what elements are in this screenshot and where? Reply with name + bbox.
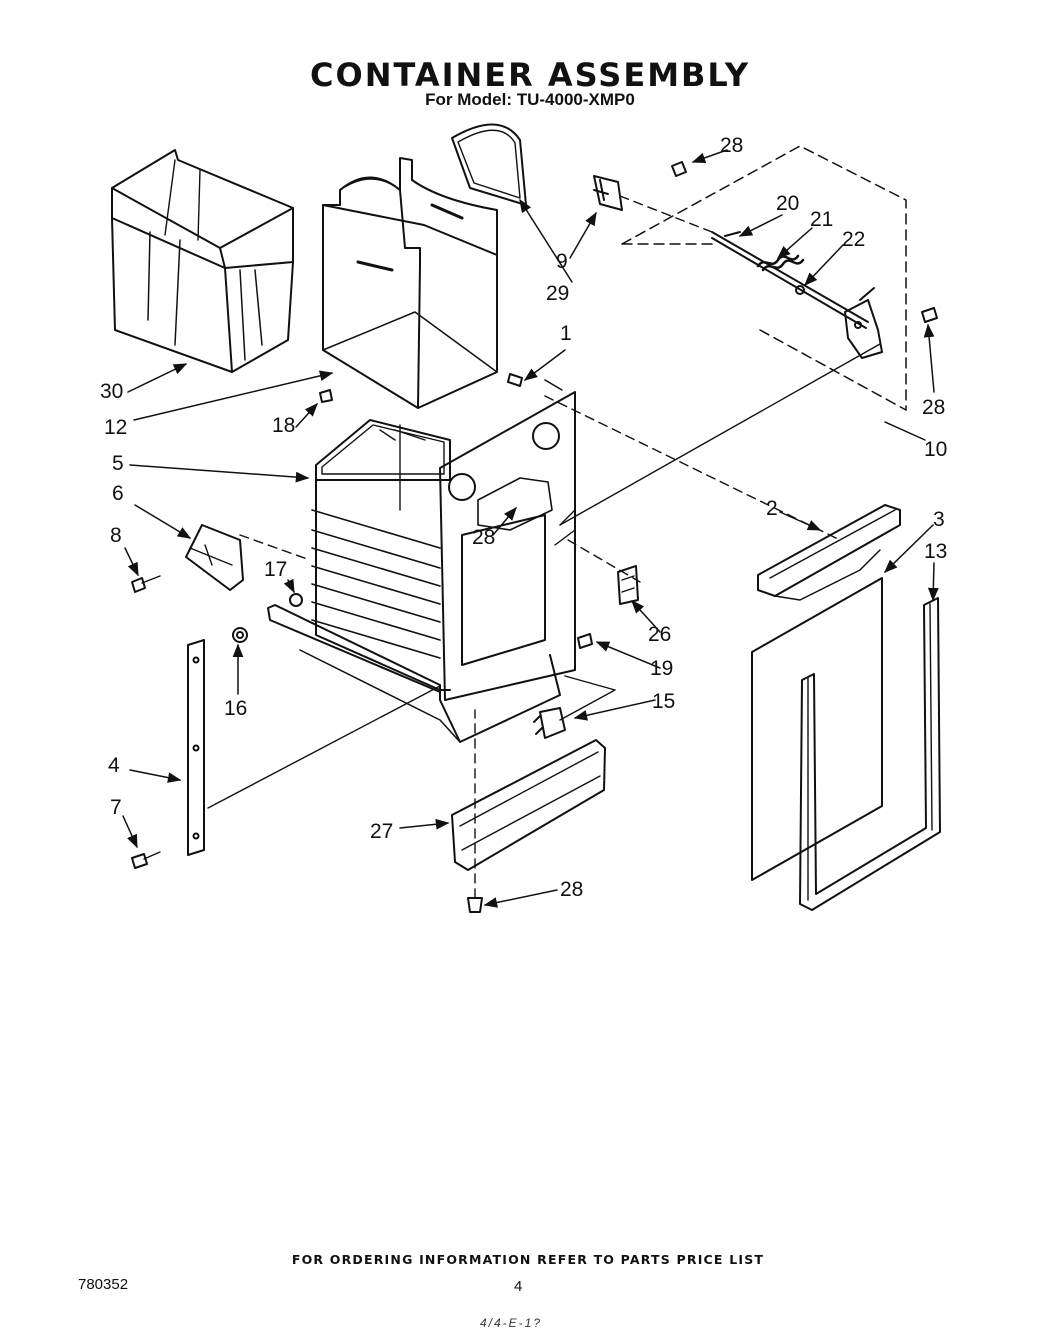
callout-15: 15 xyxy=(652,690,675,713)
nut-part-17 xyxy=(289,593,303,607)
screw-part-19 xyxy=(577,633,593,649)
callout-arrows xyxy=(122,149,939,908)
callout-21: 21 xyxy=(810,208,833,231)
callout-16: 16 xyxy=(224,697,247,720)
callout-29: 29 xyxy=(546,282,569,305)
callout-20: 20 xyxy=(776,192,799,215)
part-12-bag-liner xyxy=(322,157,498,409)
callout-19: 19 xyxy=(650,657,673,680)
part-13-front-frame xyxy=(799,597,941,911)
callout-3: 3 xyxy=(933,508,945,531)
part-20-21-22-latch-rod-spring xyxy=(711,231,869,329)
callout-2: 2 xyxy=(766,497,778,520)
callout-4: 4 xyxy=(108,754,120,777)
callout-1: 1 xyxy=(560,322,572,345)
part-29-gasket xyxy=(451,123,527,206)
callout-26: 26 xyxy=(648,623,671,646)
callout-27: 27 xyxy=(370,820,393,843)
page-title: CONTAINER ASSEMBLY xyxy=(310,56,750,94)
part-27-bottom-channel xyxy=(451,739,606,871)
callout-28-frame: 28 xyxy=(472,526,495,549)
part-9-latch-bracket xyxy=(593,175,623,211)
callout-6: 6 xyxy=(112,482,124,505)
screw-part-7 xyxy=(131,851,161,869)
leader-lines xyxy=(207,343,881,809)
screw-part-1 xyxy=(507,373,523,387)
ordering-note: FOR ORDERING INFORMATION REFER TO PARTS … xyxy=(291,1252,765,1267)
callout-8: 8 xyxy=(110,524,122,547)
screw-part-18 xyxy=(319,389,333,403)
handwritten-note: 4/4-E-1? xyxy=(480,1316,543,1330)
document-number: 780352 xyxy=(78,1276,129,1293)
screw-part-28-right xyxy=(921,307,938,323)
screw-part-28-bottom xyxy=(467,709,483,913)
callout-5: 5 xyxy=(112,452,124,475)
side-rail xyxy=(267,604,441,693)
part-30-trash-bag xyxy=(111,149,294,373)
callout-10: 10 xyxy=(924,438,947,461)
callout-30: 30 xyxy=(100,380,123,403)
callout-28-right: 28 xyxy=(922,396,945,419)
callout-17: 17 xyxy=(264,558,287,581)
part-2-top-channel xyxy=(757,504,901,601)
callout-13: 13 xyxy=(924,540,947,563)
callout-9: 9 xyxy=(556,250,568,273)
part-5-back-panel xyxy=(439,391,576,701)
callout-28-top: 28 xyxy=(720,134,743,157)
washer-part-16 xyxy=(232,627,248,643)
page-number: 4 xyxy=(514,1278,523,1295)
callout-22: 22 xyxy=(842,228,865,251)
part-4-vertical-strip xyxy=(187,639,205,856)
callout-18: 18 xyxy=(272,414,295,437)
part-5-container-frame xyxy=(299,419,561,743)
part-15-hinge-block xyxy=(533,707,566,739)
callout-7: 7 xyxy=(110,796,122,819)
dashed-guides xyxy=(239,195,841,583)
callout-labels: 1 2 3 4 5 6 7 8 9 10 12 13 15 16 17 18 1… xyxy=(100,134,947,901)
callout-28-bottom: 28 xyxy=(560,878,583,901)
callout-12: 12 xyxy=(104,416,127,439)
screw-part-28-top xyxy=(671,161,687,177)
model-subtitle: For Model: TU-4000-XMP0 xyxy=(425,90,635,109)
part-10-latch-plate xyxy=(844,287,883,359)
part-6-mounting-bracket xyxy=(185,524,244,591)
part-3-front-panel xyxy=(751,577,883,881)
dashed-outline-latch-area xyxy=(621,145,907,411)
screw-part-8 xyxy=(131,575,161,593)
